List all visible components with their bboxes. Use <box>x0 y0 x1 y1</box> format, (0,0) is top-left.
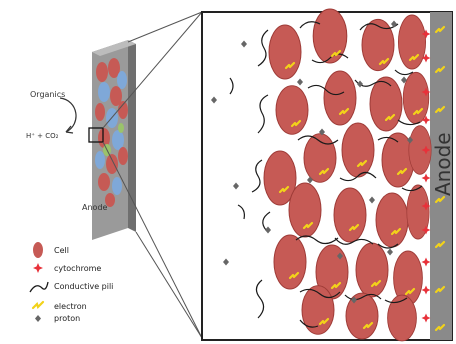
electron-icon <box>33 302 43 308</box>
cell-icon <box>33 242 43 258</box>
legend-item-cell: Cell <box>33 242 69 258</box>
pili-icon <box>30 282 48 292</box>
products-label: H⁺ + CO₂ <box>26 132 59 140</box>
proton-icon <box>35 315 41 322</box>
legend: Cell cytochrome Conductive pili electron… <box>30 242 113 323</box>
legend-item-cytochrome: cytochrome <box>33 263 101 273</box>
svg-text:electron: electron <box>54 302 87 311</box>
cytochrome-icon <box>33 263 43 273</box>
organics-label: Organics <box>30 90 65 99</box>
small-anode-label: Anode <box>82 203 108 212</box>
svg-text:proton: proton <box>54 314 80 323</box>
large-anode-label: Anode <box>431 132 455 196</box>
biofilm-zoom-panel: Anode <box>202 9 455 341</box>
svg-text:Conductive pili: Conductive pili <box>54 282 113 291</box>
organics-cycle: Organics H⁺ + CO₂ <box>26 90 76 140</box>
legend-item-pili: Conductive pili <box>30 282 113 292</box>
svg-text:Cell: Cell <box>54 246 69 255</box>
legend-item-proton: proton <box>35 314 80 323</box>
legend-item-electron: electron <box>33 302 87 311</box>
svg-text:cytochrome: cytochrome <box>54 264 101 273</box>
